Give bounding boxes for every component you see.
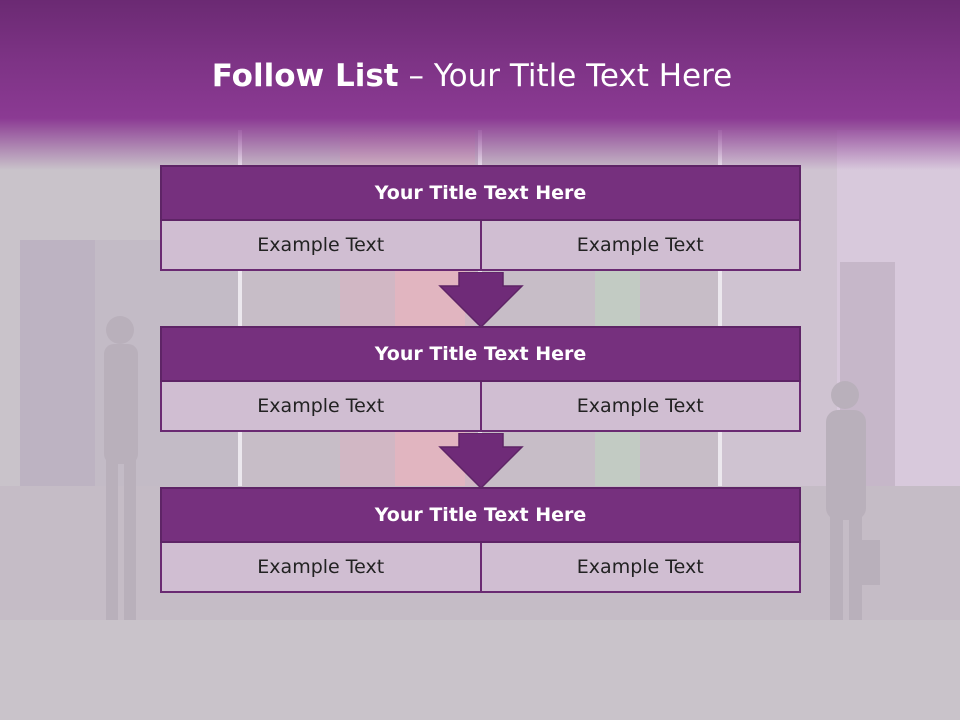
step-cell-left: Example Text [160, 543, 482, 593]
down-arrow-icon [438, 433, 524, 489]
step-title: Your Title Text Here [160, 165, 801, 221]
step-block-2: Your Title Text Here Example Text Exampl… [160, 326, 801, 432]
step-cell-right: Example Text [481, 221, 801, 271]
header-band [0, 0, 960, 170]
step-row: Example Text Example Text [160, 543, 801, 593]
step-cell-right: Example Text [481, 382, 801, 432]
down-arrow-icon [438, 272, 524, 328]
step-title: Your Title Text Here [160, 487, 801, 543]
step-cell-left: Example Text [160, 221, 482, 271]
slide-title-strong: Follow List [211, 58, 399, 94]
step-block-3: Your Title Text Here Example Text Exampl… [160, 487, 801, 593]
slide-title-rest: – Your Title Text Here [398, 58, 733, 94]
step-block-1: Your Title Text Here Example Text Exampl… [160, 165, 801, 271]
slide-title: Follow List – Your Title Text Here [0, 55, 944, 97]
step-row: Example Text Example Text [160, 382, 801, 432]
step-row: Example Text Example Text [160, 221, 801, 271]
step-cell-left: Example Text [160, 382, 482, 432]
step-title: Your Title Text Here [160, 326, 801, 382]
step-cell-right: Example Text [481, 543, 801, 593]
